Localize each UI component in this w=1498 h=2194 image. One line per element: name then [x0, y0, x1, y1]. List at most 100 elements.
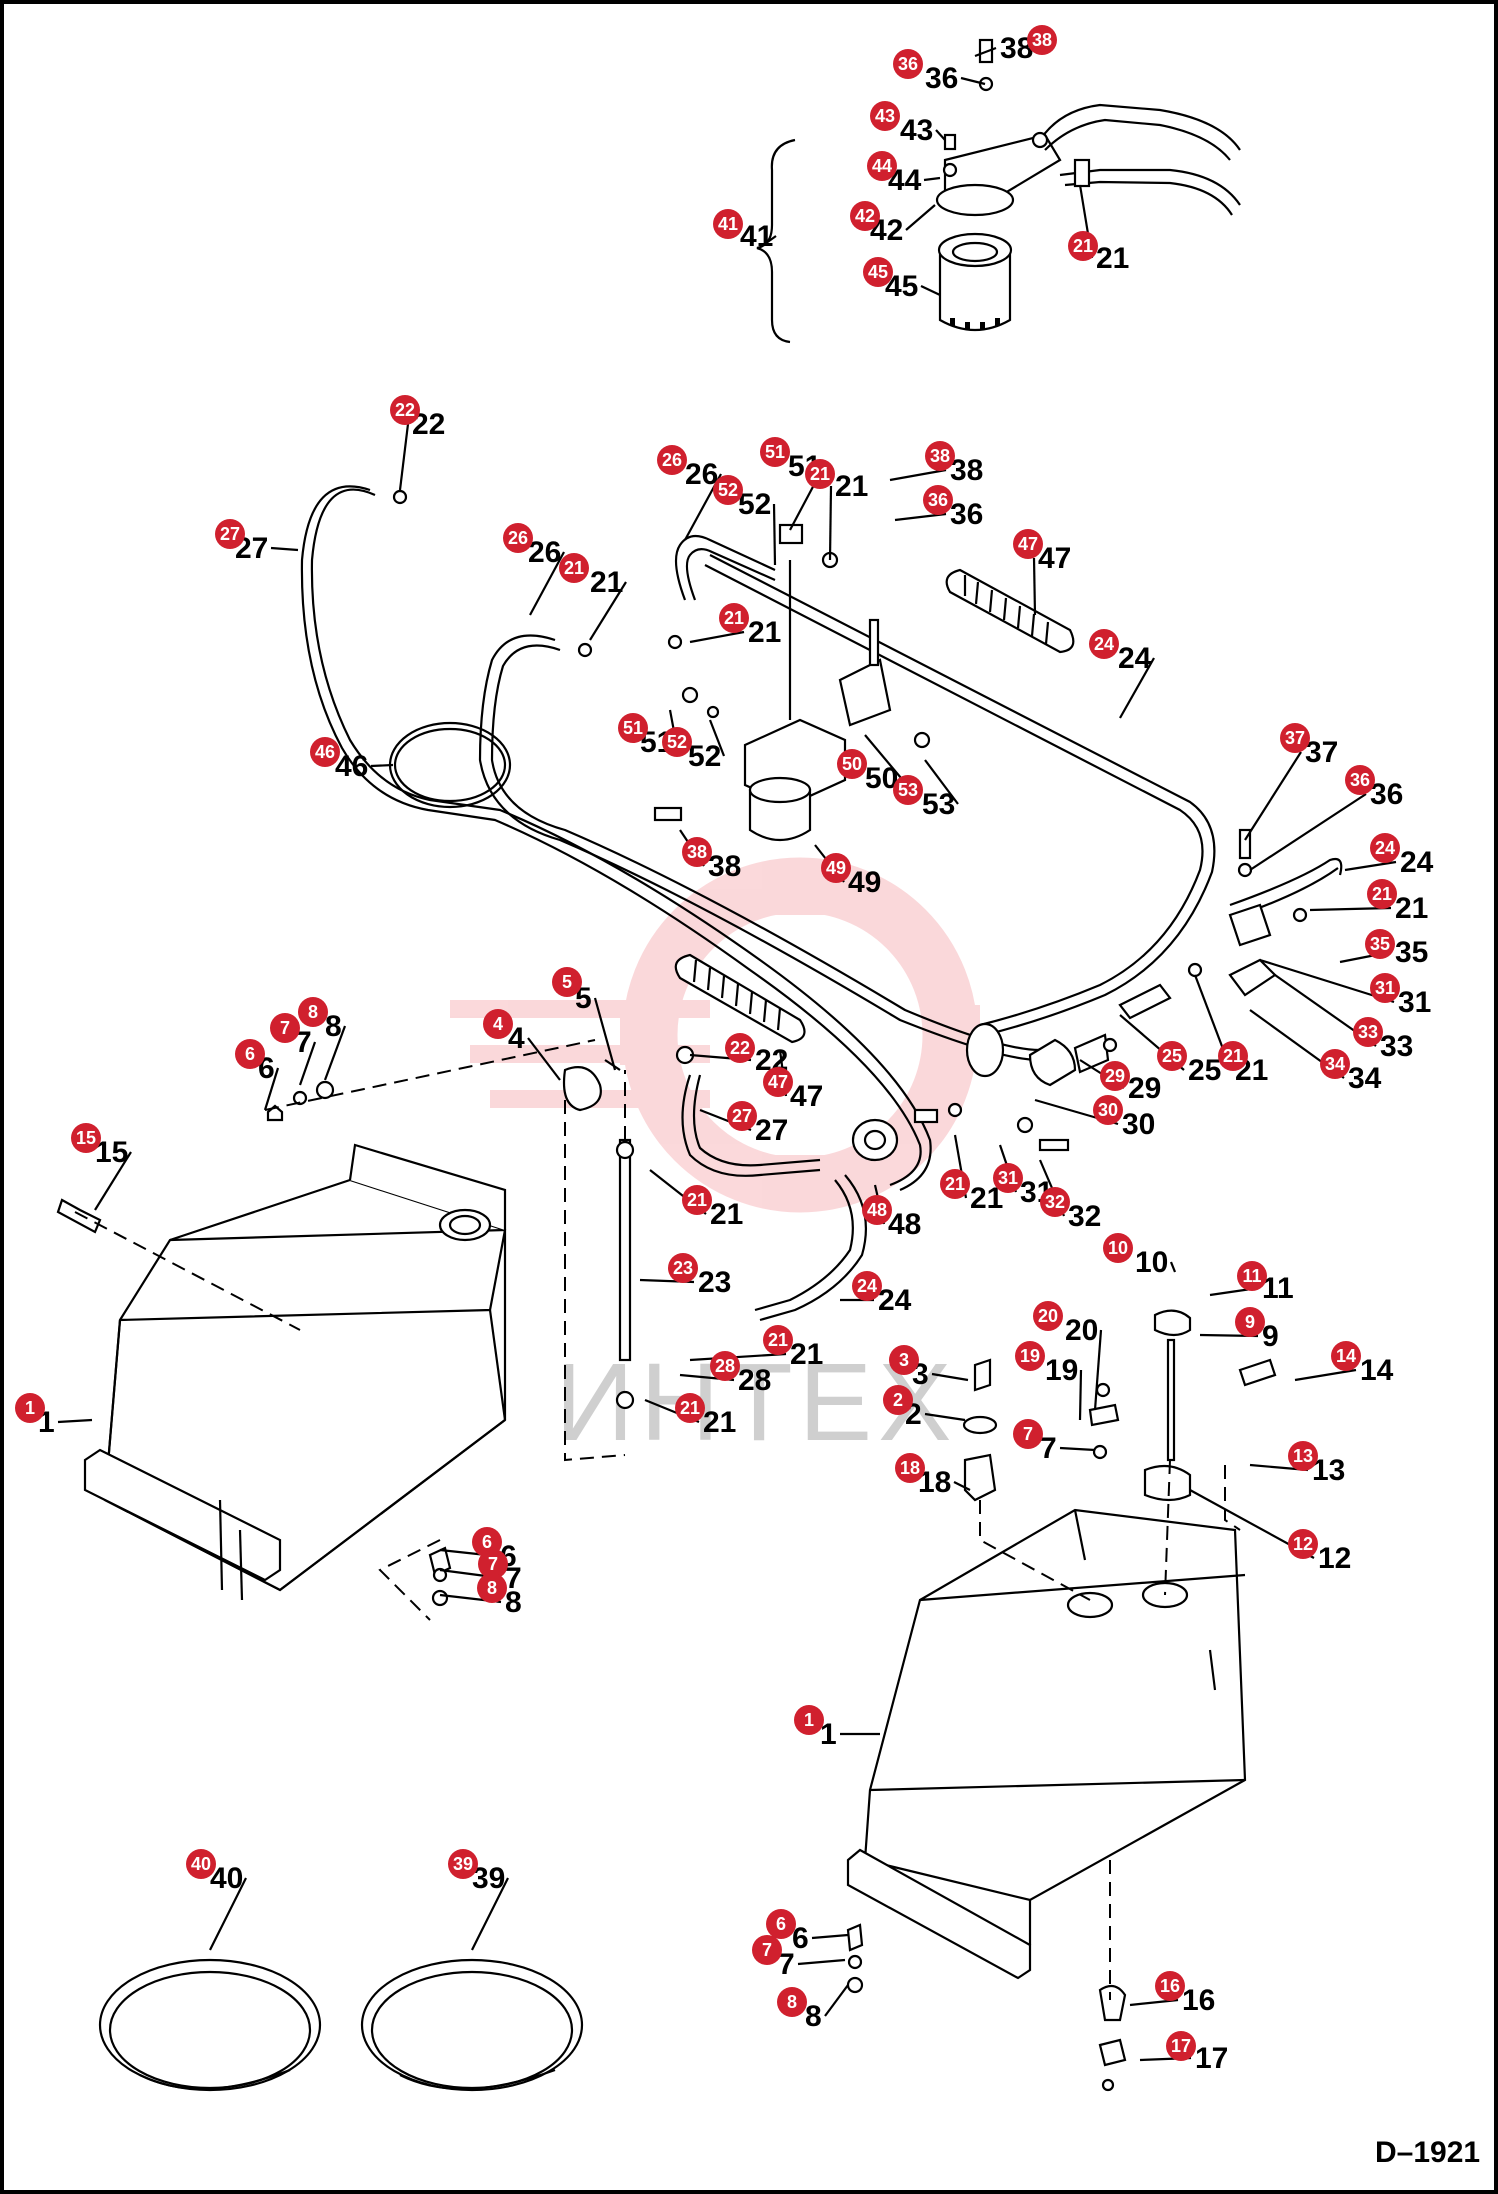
- part-badge-label[interactable]: 41: [718, 214, 738, 234]
- part-badge[interactable]: [1370, 973, 1400, 1003]
- part-badge-label[interactable]: 12: [1293, 1534, 1313, 1554]
- part-badge-label[interactable]: 7: [488, 1554, 498, 1574]
- part-badge-label[interactable]: 43: [875, 106, 895, 126]
- part-badge-label[interactable]: 27: [732, 1106, 752, 1126]
- part-badge[interactable]: [727, 1101, 757, 1131]
- part-badge-label[interactable]: 33: [1358, 1022, 1378, 1042]
- part-badge-label[interactable]: 7: [762, 1940, 772, 1960]
- part-badge-label[interactable]: 19: [1020, 1346, 1040, 1366]
- part-badge-label[interactable]: 27: [220, 524, 240, 544]
- part-badge[interactable]: [713, 209, 743, 239]
- part-badge-label[interactable]: 21: [564, 558, 584, 578]
- part-badge[interactable]: [1288, 1441, 1318, 1471]
- part-badge[interactable]: [763, 1067, 793, 1097]
- part-badge[interactable]: [777, 1987, 807, 2017]
- part-badge-label[interactable]: 24: [857, 1276, 877, 1296]
- part-badge[interactable]: [503, 523, 533, 553]
- part-badge[interactable]: [1068, 231, 1098, 261]
- part-badge[interactable]: [235, 1039, 265, 1069]
- part-badge-label[interactable]: 29: [1105, 1066, 1125, 1086]
- part-badge-label[interactable]: 34: [1325, 1054, 1345, 1074]
- part-badge[interactable]: [852, 1271, 882, 1301]
- part-badge-label[interactable]: 38: [930, 446, 950, 466]
- part-badge[interactable]: [883, 1385, 913, 1415]
- part-badge[interactable]: [662, 727, 692, 757]
- part-badge-label[interactable]: 52: [718, 480, 738, 500]
- part-badge-label[interactable]: 44: [872, 156, 892, 176]
- part-badge-label[interactable]: 24: [1094, 634, 1114, 654]
- part-badge-label[interactable]: 8: [487, 1578, 497, 1598]
- part-badge[interactable]: [821, 853, 851, 883]
- part-badge-label[interactable]: 24: [1375, 838, 1395, 858]
- part-badge[interactable]: [766, 1909, 796, 1939]
- part-badge[interactable]: [483, 1009, 513, 1039]
- part-badge-label[interactable]: 23: [673, 1258, 693, 1278]
- part-badge[interactable]: [1235, 1307, 1265, 1337]
- part-badge-label[interactable]: 16: [1160, 1976, 1180, 1996]
- part-badge-label[interactable]: 7: [1023, 1424, 1033, 1444]
- part-badge[interactable]: [763, 1325, 793, 1355]
- part-badge[interactable]: [1093, 1095, 1123, 1125]
- part-badge-label[interactable]: 47: [1018, 534, 1038, 554]
- part-badge[interactable]: [923, 485, 953, 515]
- part-badge[interactable]: [850, 201, 880, 231]
- part-badge-label[interactable]: 10: [1108, 1238, 1128, 1258]
- part-badge-label[interactable]: 20: [1038, 1306, 1058, 1326]
- part-badge-label[interactable]: 17: [1171, 2036, 1191, 2056]
- part-badge[interactable]: [925, 441, 955, 471]
- part-badge[interactable]: [1100, 1061, 1130, 1091]
- part-badge[interactable]: [1166, 2031, 1196, 2061]
- part-badge-label[interactable]: 6: [245, 1044, 255, 1064]
- part-badge-label[interactable]: 49: [826, 858, 846, 878]
- part-badge[interactable]: [1345, 765, 1375, 795]
- part-badge-label[interactable]: 50: [842, 754, 862, 774]
- part-badge-label[interactable]: 21: [687, 1190, 707, 1210]
- part-badge[interactable]: [889, 1345, 919, 1375]
- part-badge[interactable]: [1331, 1341, 1361, 1371]
- part-badge-label[interactable]: 39: [453, 1854, 473, 1874]
- part-badge-label[interactable]: 15: [76, 1128, 96, 1148]
- part-badge-label[interactable]: 21: [810, 464, 830, 484]
- part-badge[interactable]: [895, 1453, 925, 1483]
- part-badge-label[interactable]: 1: [804, 1710, 814, 1730]
- part-badge[interactable]: [675, 1393, 705, 1423]
- part-badge[interactable]: [1103, 1233, 1133, 1263]
- part-badge[interactable]: [1015, 1341, 1045, 1371]
- part-badge[interactable]: [870, 101, 900, 131]
- part-badge[interactable]: [719, 603, 749, 633]
- part-badge-label[interactable]: 31: [1375, 978, 1395, 998]
- part-badge-label[interactable]: 46: [315, 742, 335, 762]
- part-badge-label[interactable]: 6: [482, 1532, 492, 1552]
- part-badge[interactable]: [478, 1549, 508, 1579]
- part-badge[interactable]: [682, 1185, 712, 1215]
- part-badge[interactable]: [559, 553, 589, 583]
- part-badge-label[interactable]: 38: [687, 842, 707, 862]
- part-badge-label[interactable]: 2: [893, 1390, 903, 1410]
- part-badge-label[interactable]: 22: [395, 400, 415, 420]
- part-badge[interactable]: [668, 1253, 698, 1283]
- part-badge[interactable]: [657, 445, 687, 475]
- part-badge-label[interactable]: 32: [1045, 1192, 1065, 1212]
- part-badge-label[interactable]: 51: [765, 442, 785, 462]
- part-badge-label[interactable]: 9: [1245, 1312, 1255, 1332]
- part-badge[interactable]: [893, 49, 923, 79]
- part-badge[interactable]: [993, 1163, 1023, 1193]
- part-badge[interactable]: [1157, 1041, 1187, 1071]
- part-badge-label[interactable]: 3: [899, 1350, 909, 1370]
- part-badge-label[interactable]: 51: [623, 718, 643, 738]
- part-badge-label[interactable]: 36: [898, 54, 918, 74]
- part-badge-label[interactable]: 1: [25, 1398, 35, 1418]
- part-badge[interactable]: [794, 1705, 824, 1735]
- part-badge-label[interactable]: 25: [1162, 1046, 1182, 1066]
- part-badge-label[interactable]: 37: [1285, 728, 1305, 748]
- part-badge[interactable]: [215, 519, 245, 549]
- part-badge[interactable]: [1013, 1419, 1043, 1449]
- part-badge[interactable]: [1155, 1971, 1185, 2001]
- part-badge[interactable]: [1033, 1301, 1063, 1331]
- part-badge-label[interactable]: 21: [945, 1174, 965, 1194]
- part-badge[interactable]: [390, 395, 420, 425]
- part-badge-label[interactable]: 30: [1098, 1100, 1118, 1120]
- part-badge-label[interactable]: 4: [493, 1014, 503, 1034]
- part-badge-label[interactable]: 21: [724, 608, 744, 628]
- part-badge[interactable]: [1367, 879, 1397, 909]
